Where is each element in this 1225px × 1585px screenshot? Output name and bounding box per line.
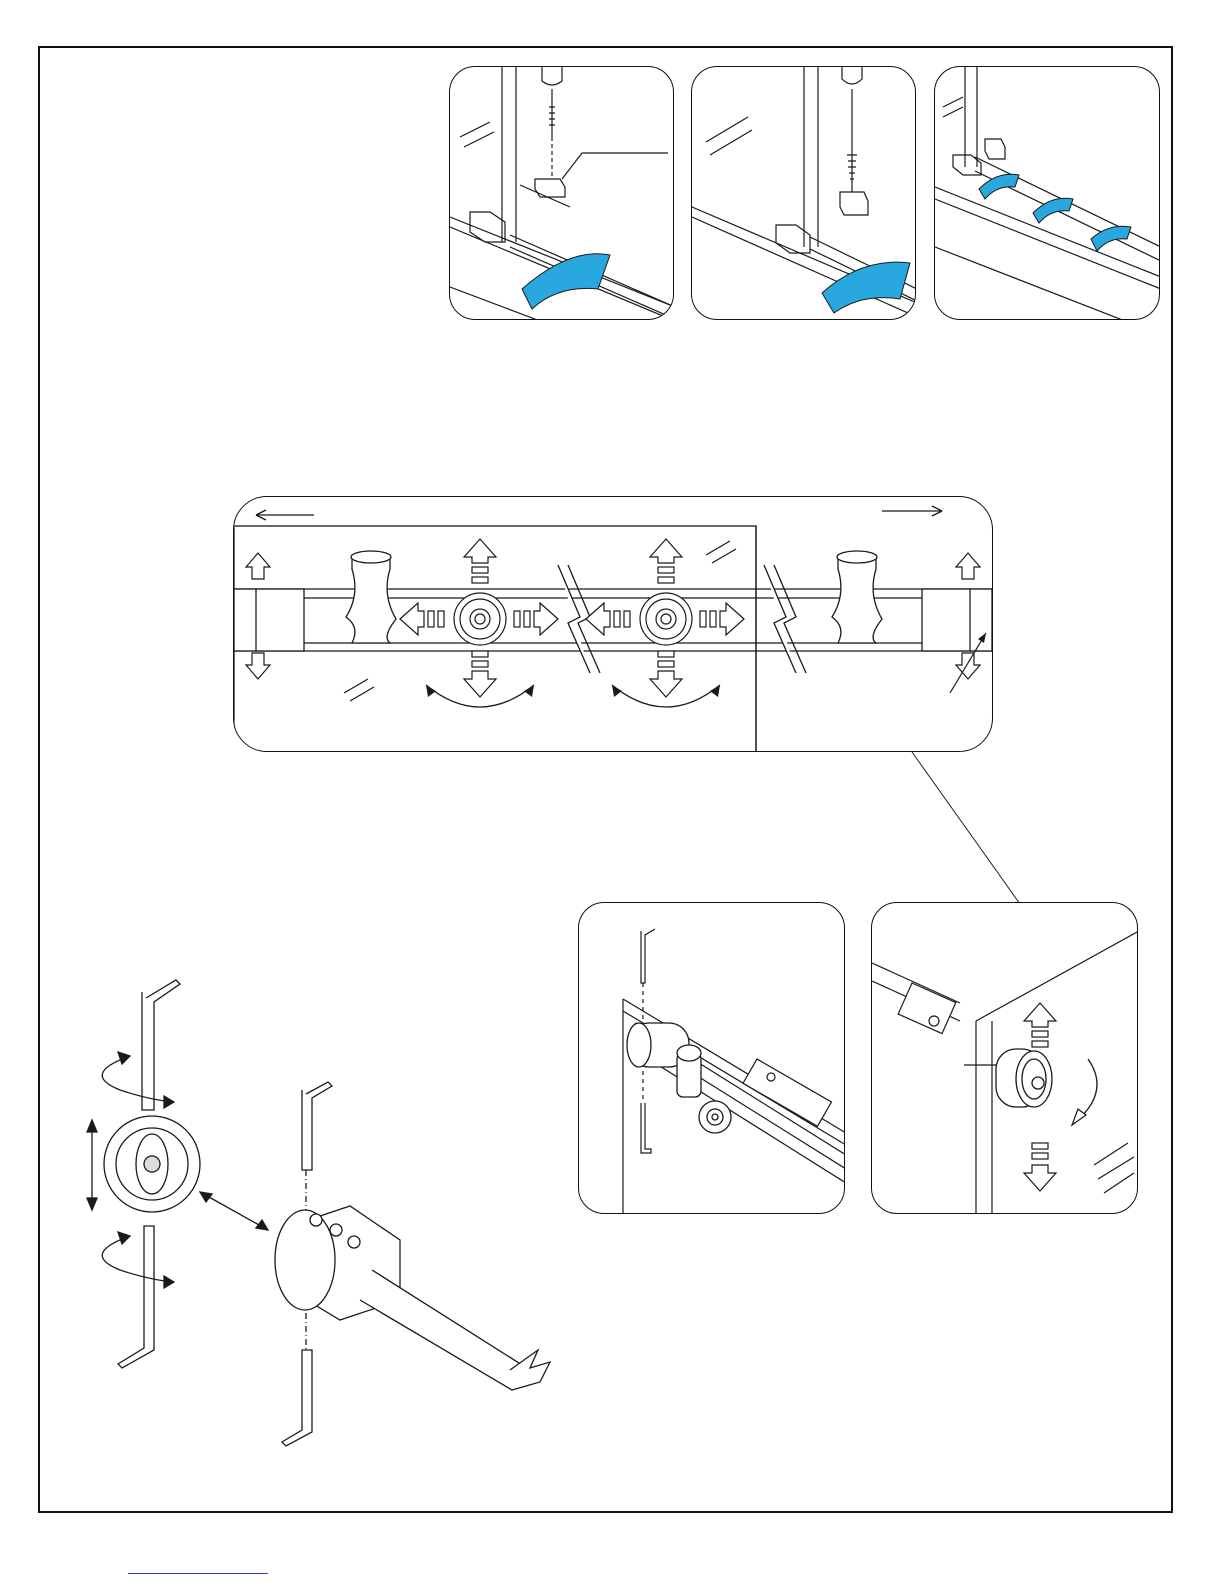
panel-hex-key-adjust (578, 902, 845, 1214)
up-arrow-icon (1024, 1003, 1056, 1047)
roller-icon (346, 551, 396, 643)
clip-bracket-icon (535, 179, 565, 197)
end-cap-icon (104, 1116, 200, 1212)
double-arrow-icon (200, 1192, 268, 1230)
footer-link[interactable] (128, 1572, 268, 1574)
track-overview-panel (233, 496, 993, 752)
tape-strip-icon (979, 174, 1019, 199)
roller-icon (832, 551, 882, 643)
roller-bracket-icon (627, 1023, 731, 1133)
panel-screw-clip (691, 66, 916, 320)
exploded-view (60, 970, 600, 1450)
rotate-arrow-icon (102, 1056, 174, 1102)
hex-key-icon (142, 980, 180, 1110)
screw-icon (847, 151, 857, 192)
adjust-arrows-icon (400, 539, 558, 697)
hex-key-icon (118, 1226, 154, 1368)
panel-end-cap-rotate (871, 902, 1138, 1214)
adjust-arrows-icon (586, 539, 744, 697)
rotate-arrow-icon (102, 1236, 174, 1282)
arrow-right-icon (882, 506, 942, 516)
panel-drill-template (449, 66, 674, 320)
down-arrow-icon (1024, 1143, 1056, 1191)
panel-tape-rail (934, 66, 1160, 320)
arrow-left-icon (256, 510, 314, 520)
tape-strip-icon (822, 262, 910, 313)
screwdriver-icon (842, 67, 862, 151)
